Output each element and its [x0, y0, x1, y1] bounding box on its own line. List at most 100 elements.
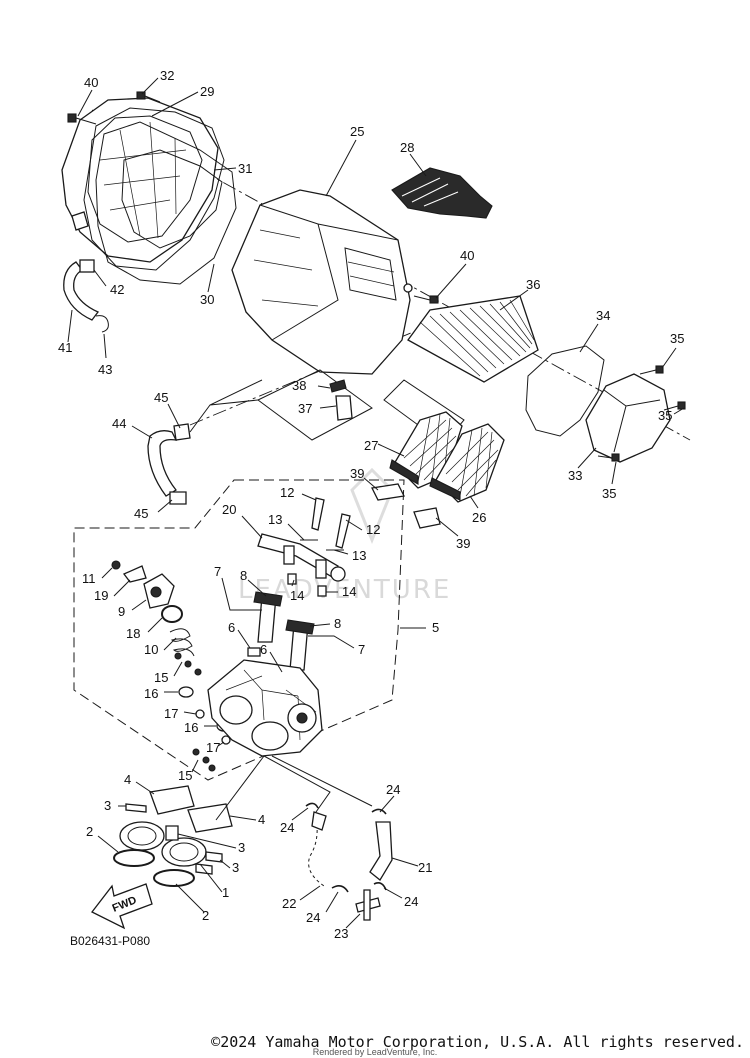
- leader-12a: [301, 493, 317, 501]
- airbox-cover-frame: [87, 115, 203, 243]
- washer-17-top: [195, 709, 205, 719]
- callout-13-b: 13: [352, 548, 366, 563]
- seal-6-left: [247, 647, 261, 657]
- funnel-26-base: [429, 477, 461, 501]
- intake-duct-28: [391, 167, 493, 219]
- bolt-3-c: [205, 851, 223, 863]
- leader-24c: [325, 891, 339, 913]
- leader-11: [101, 567, 113, 579]
- callout-7-right: 7: [358, 642, 365, 657]
- leader-31: [213, 167, 237, 171]
- callout-22: 22: [282, 896, 296, 911]
- bolt-12-a: [311, 497, 325, 531]
- callout-44: 44: [112, 416, 126, 431]
- gasket-2-left: [113, 849, 155, 867]
- clamp-24-b: [371, 808, 387, 815]
- plate-4-upper-body: [149, 785, 195, 815]
- clamp-24-c: [331, 884, 349, 893]
- drawing-code: B026431-P080: [70, 934, 150, 948]
- leader-32: [141, 77, 159, 95]
- leader-22: [299, 885, 321, 901]
- callout-16-bottom: 16: [184, 720, 198, 735]
- callout-24-c: 24: [306, 910, 320, 925]
- callout-17-bottom: 17: [206, 740, 220, 755]
- leader-19: [113, 579, 131, 597]
- callout-21: 21: [418, 860, 432, 875]
- callout-13-a: 13: [268, 512, 282, 527]
- leader-3c: [219, 859, 231, 869]
- throttle-body: [207, 659, 323, 757]
- drain-hose-41: [63, 259, 109, 333]
- callout-6-left: 6: [228, 620, 235, 635]
- leader-26: [469, 495, 479, 509]
- leader-21: [391, 857, 419, 867]
- airbox-side-cover: [61, 97, 219, 263]
- copyright-notice: ©2024 Yamaha Motor Corporation, U.S.A. A…: [211, 1033, 744, 1051]
- callout-24-d: 24: [404, 894, 418, 909]
- callout-42: 42: [110, 282, 124, 297]
- filter-cover-outline: [585, 373, 671, 463]
- bracket-19: [122, 565, 147, 583]
- rendered-by-credit: Rendered by LeadVenture, Inc.: [312, 1047, 438, 1057]
- leader-4b: [229, 815, 257, 821]
- leader-throttle-to-hoses: [215, 755, 373, 821]
- leader-39b: [435, 517, 459, 537]
- callout-41: 41: [58, 340, 72, 355]
- leader-23: [345, 913, 361, 929]
- callout-4-upper: 4: [124, 772, 131, 787]
- bolt-40-top-shank: [75, 117, 97, 125]
- leader-35c: [611, 461, 617, 485]
- callout-9: 9: [118, 604, 125, 619]
- injector-7-right: [285, 619, 315, 671]
- bolt-40-right-shank: [413, 295, 431, 301]
- leader-30: [207, 263, 215, 293]
- leader-34: [579, 323, 599, 353]
- leader-24b: [379, 795, 395, 813]
- callouts: 40 32 29 30 31 25 28 40 36 34 35 35 35 3…: [58, 68, 684, 941]
- leader-45a: [167, 403, 181, 429]
- callout-16-top: 16: [144, 686, 158, 701]
- callout-45-bottom: 45: [134, 506, 148, 521]
- callout-39-right: 39: [456, 536, 470, 551]
- callout-6-right: 6: [260, 642, 267, 657]
- intake-funnel-26: [429, 423, 505, 503]
- hose-21: [369, 821, 393, 881]
- screw-15-bottom-a: [192, 748, 200, 756]
- fuel-rail-stub-a: [283, 545, 295, 565]
- gasket-29: [83, 107, 225, 271]
- leader-18: [147, 617, 163, 633]
- leader-7a: [221, 577, 262, 611]
- bolt-35-top-head: [655, 365, 664, 374]
- fitting-23: [355, 889, 381, 921]
- air-filter-frame: [407, 295, 539, 383]
- callout-35-top: 35: [670, 331, 684, 346]
- hose-21-body: [369, 821, 393, 881]
- leader-27: [377, 443, 405, 457]
- throttle-bore-left: [219, 695, 253, 725]
- leader-40a: [77, 89, 93, 117]
- leader-42: [93, 269, 107, 287]
- leader-33: [577, 447, 597, 469]
- callout-19: 19: [94, 588, 108, 603]
- callout-4-lower: 4: [258, 812, 265, 827]
- callout-27: 27: [364, 438, 378, 453]
- airbox-cover-outline: [61, 97, 219, 263]
- leader-1: [199, 863, 223, 893]
- callout-34: 34: [596, 308, 610, 323]
- clamp-24-a: [305, 802, 319, 809]
- leader-17a: [183, 711, 197, 715]
- bolt-32-head: [136, 91, 146, 100]
- clamp-24-d: [373, 882, 387, 891]
- callout-8-left: 8: [240, 568, 247, 583]
- leader-8b: [309, 623, 331, 627]
- bolt-35-bottom: [597, 453, 620, 462]
- bolt-35-right-shank: [663, 405, 679, 411]
- callout-2-left: 2: [86, 824, 93, 839]
- air-box-case-outline: [231, 189, 411, 375]
- bolt-35-top: [639, 365, 664, 375]
- callout-35-bottom: 35: [602, 486, 616, 501]
- joint-1-left-inner: [127, 826, 157, 846]
- callout-25: 25: [350, 124, 364, 139]
- air-box-case-25: [231, 189, 413, 375]
- gasket-31: [121, 149, 223, 249]
